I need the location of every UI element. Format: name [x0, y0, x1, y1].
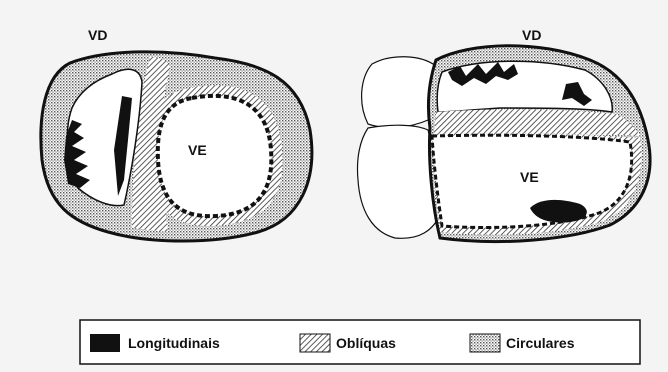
legend-label-circular: Circulares: [506, 335, 575, 351]
legend-item-oblique: Oblíquas: [300, 334, 396, 352]
legend-label-oblique: Oblíquas: [336, 335, 396, 351]
short-axis-section: VD VE: [41, 27, 312, 241]
legend: Longitudinais Oblíquas Circulares: [80, 320, 640, 364]
right-atrium-upper: [362, 57, 437, 128]
left-lv-label: VE: [188, 142, 207, 158]
legend-item-longitudinal: Longitudinais: [90, 334, 220, 352]
long-axis-section: VD VE: [357, 27, 650, 242]
legend-swatch-longitudinal: [90, 334, 120, 352]
legend-label-longitudinal: Longitudinais: [128, 335, 220, 351]
left-lv-cavity: [158, 96, 272, 216]
legend-swatch-circular: [470, 334, 500, 352]
right-rv-label: VD: [522, 27, 541, 43]
left-rv-label: VD: [88, 27, 107, 43]
legend-item-circular: Circulares: [470, 334, 575, 352]
right-lv-label: VE: [520, 169, 539, 185]
legend-swatch-oblique: [300, 334, 330, 352]
